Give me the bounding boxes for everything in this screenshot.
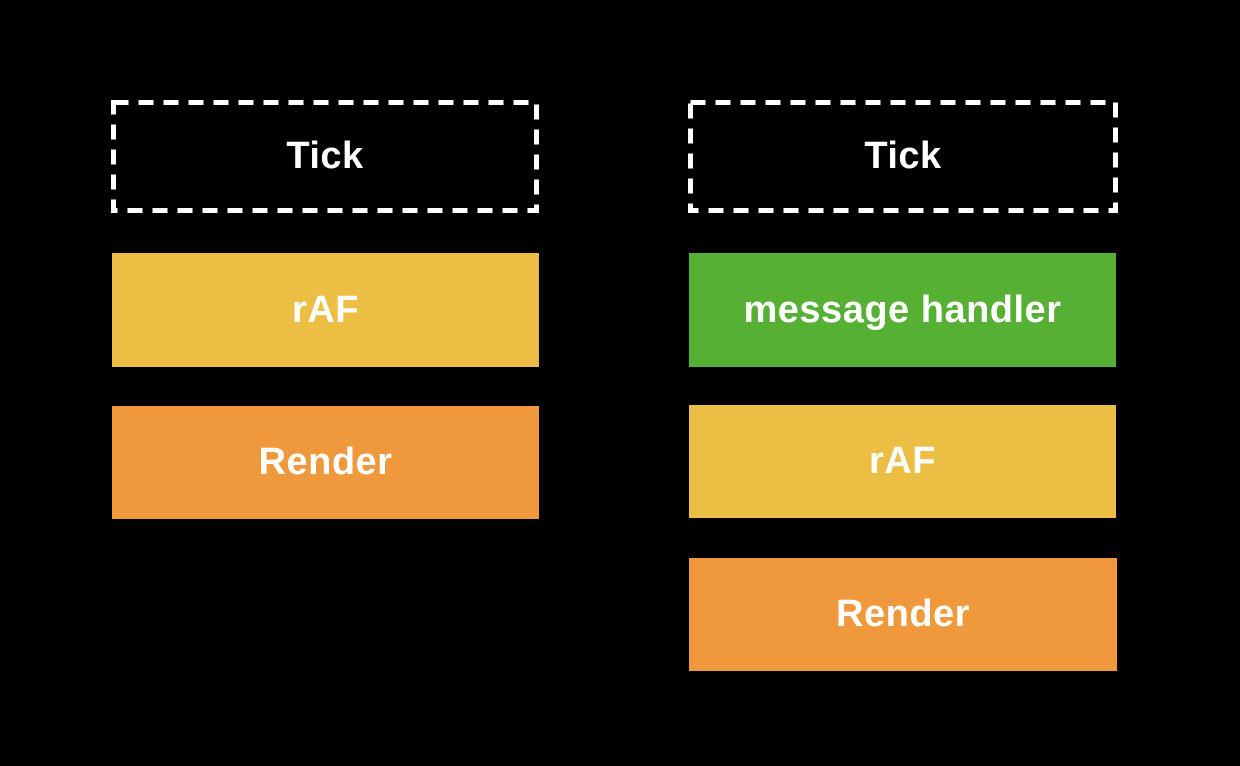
- message-handler-box-right: message handler: [689, 253, 1116, 367]
- render-box-left: Render: [112, 406, 539, 519]
- tick-label: Tick: [864, 135, 942, 177]
- tick-box-right: Tick: [688, 100, 1118, 213]
- dashed-border-icon: [688, 100, 1118, 213]
- raf-box-right: rAF: [689, 405, 1116, 518]
- message-handler-label: message handler: [743, 288, 1062, 331]
- render-label: Render: [258, 441, 393, 483]
- raf-label: rAF: [292, 288, 359, 331]
- tick-label: Tick: [286, 135, 364, 177]
- raf-box-left: rAF: [112, 253, 539, 367]
- render-label: Render: [836, 593, 970, 635]
- raf-label: rAF: [869, 440, 936, 482]
- tick-box-left: Tick: [111, 100, 539, 213]
- render-box-right: Render: [689, 558, 1117, 671]
- dashed-border-icon: [111, 100, 539, 213]
